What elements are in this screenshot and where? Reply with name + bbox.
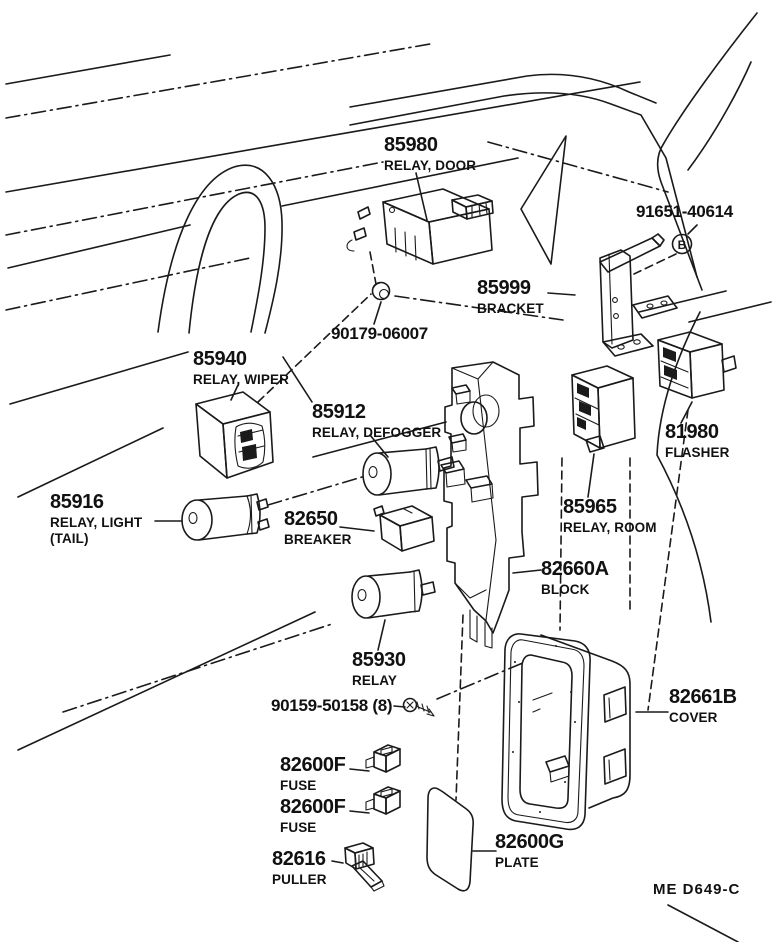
label-relay-wiper: 85940 RELAY, WIPER — [193, 349, 289, 387]
part-name: RELAY, WIPER — [193, 372, 289, 387]
plate-drawing — [426, 787, 474, 892]
label-nut: 90179-06007 — [331, 325, 428, 342]
part-number: 85912 — [312, 401, 366, 423]
part-number: 90159-50158 (8) — [271, 696, 393, 715]
part-number: 81980 — [665, 421, 719, 443]
part-name: RELAY, ROOM — [563, 520, 657, 535]
bracket-drawing — [599, 233, 678, 357]
part-name: BLOCK — [541, 582, 590, 597]
part-name: PULLER — [272, 872, 327, 887]
label-relay-85930: 85930 RELAY — [352, 650, 406, 688]
flasher-drawing — [657, 331, 737, 399]
part-name: FUSE — [280, 820, 317, 835]
relay-defogger-drawing — [362, 446, 455, 496]
puller-drawing — [344, 842, 385, 892]
breaker-drawing — [373, 505, 435, 552]
leader-lines — [154, 172, 698, 864]
label-fuse-upper: 82600F FUSE — [280, 754, 346, 793]
label-relay-door: 85980 RELAY, DOOR — [384, 135, 476, 173]
part-number: 90179-06007 — [331, 324, 428, 343]
relay-wiper-drawing — [195, 391, 274, 479]
part-name: RELAY, DOOR — [384, 158, 477, 173]
part-name: RELAY — [352, 673, 398, 688]
label-block: 82660A BLOCK — [541, 559, 609, 597]
part-name: COVER — [669, 710, 718, 725]
part-number: 91651-40614 — [636, 202, 733, 221]
part-name-2: (TAIL) — [50, 530, 89, 546]
part-number: 82650 — [284, 508, 338, 530]
label-screw: 90159-50158 (8) — [271, 696, 393, 715]
bolt-marker: B — [671, 233, 693, 255]
part-number: 82661B — [669, 686, 737, 708]
part-number: 85930 — [352, 649, 406, 671]
label-cover: 82661B COVER — [669, 687, 737, 725]
label-flasher: 81980 FLASHER — [665, 422, 729, 460]
label-bolt: 91651-40614 — [636, 203, 733, 220]
screw-drawing — [402, 697, 435, 717]
label-puller: 82616 PULLER — [272, 849, 327, 887]
part-number: 85965 — [563, 496, 617, 518]
part-number: 85980 — [384, 134, 438, 156]
label-breaker: 82650 BREAKER — [284, 509, 351, 547]
structure-lines — [5, 12, 772, 942]
part-number: 82616 — [272, 848, 326, 870]
diagram-code: ME D649-C — [653, 881, 741, 898]
fuse-upper-drawing — [365, 744, 401, 773]
label-bracket: 85999 BRACKET — [477, 278, 544, 316]
relay-door-drawing — [346, 188, 494, 265]
part-name: BRACKET — [477, 301, 544, 316]
fuse-lower-drawing — [365, 786, 401, 815]
label-plate: 82600G PLATE — [495, 832, 564, 870]
fuse-block-drawing — [440, 361, 539, 649]
label-relay-light: 85916 RELAY, LIGHT (TAIL) — [50, 492, 142, 545]
part-number: 82600F — [280, 796, 346, 818]
part-number: 85940 — [193, 348, 247, 370]
relay-light-drawing — [181, 493, 270, 541]
cover-drawing — [501, 633, 631, 831]
part-number: 82600G — [495, 831, 564, 853]
part-name: FUSE — [280, 778, 317, 793]
relay-room-drawing — [571, 365, 636, 453]
part-name: RELAY, LIGHT — [50, 515, 143, 530]
part-number: 85916 — [50, 491, 104, 513]
relay-85930-drawing — [351, 569, 436, 619]
part-name: BREAKER — [284, 532, 352, 547]
part-name: FLASHER — [665, 445, 730, 460]
label-fuse-lower: 82600F FUSE — [280, 796, 346, 835]
part-name: PLATE — [495, 855, 539, 870]
nut-drawing — [371, 281, 391, 301]
part-number: 82660A — [541, 558, 609, 580]
part-number: 85999 — [477, 277, 531, 299]
label-relay-room: 85965 RELAY, ROOM — [563, 497, 657, 535]
bolt-marker-letter: B — [678, 238, 687, 252]
part-name: RELAY, DEFOGGER — [312, 425, 442, 440]
label-relay-defogger: 85912 RELAY, DEFOGGER — [312, 402, 441, 440]
part-number: 82600F — [280, 754, 346, 776]
